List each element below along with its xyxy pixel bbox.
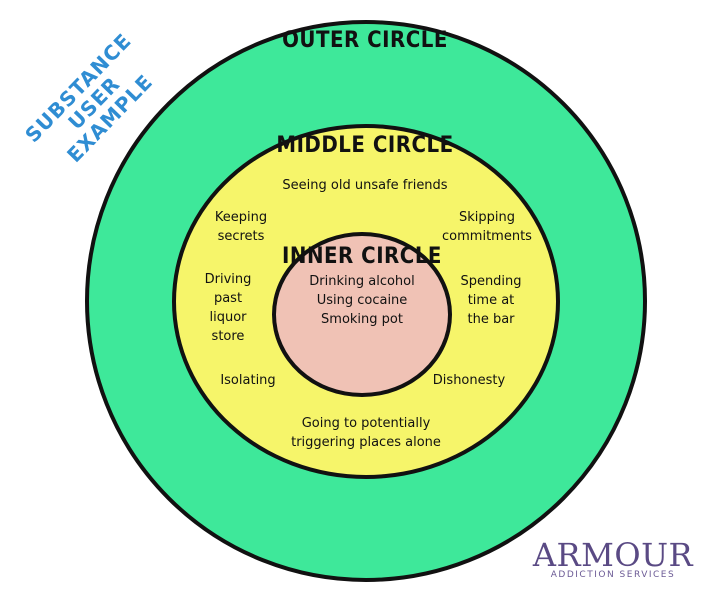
- inner-circle-title: INNER CIRCLE: [282, 244, 442, 269]
- middle-item-dishonesty: Dishonesty: [432, 373, 506, 388]
- middle-item-keeping-secrets: Keeping secrets: [214, 210, 268, 244]
- middle-item-spending-time-at-bar: Spending time at the bar: [460, 274, 522, 327]
- logo-wordmark: ARMOUR: [532, 536, 694, 574]
- middle-item-driving-past-liquor-store: Driving past liquor store: [204, 272, 252, 344]
- middle-item-skipping-commitments: Skipping commitments: [442, 210, 532, 244]
- inner-circle-items: Drinking alcohol Using cocaine Smoking p…: [309, 274, 415, 327]
- outer-circle-title: OUTER CIRCLE: [282, 28, 448, 53]
- logo-subtitle: ADDICTION SERVICES: [550, 570, 676, 580]
- middle-item-isolating: Isolating: [220, 373, 276, 388]
- middle-item-triggering-places: Going to potentially triggering places a…: [291, 416, 441, 450]
- armour-logo: ARMOUR ADDICTION SERVICES: [528, 538, 698, 580]
- middle-circle-title: MIDDLE CIRCLE: [276, 133, 454, 158]
- middle-item-old-friends: Seeing old unsafe friends: [282, 178, 448, 193]
- inner-circle: [272, 232, 452, 397]
